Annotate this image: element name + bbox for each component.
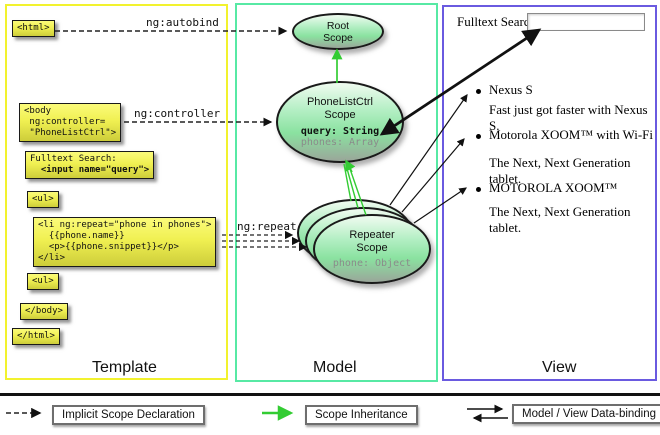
view-fulltext-label: Fulltext Search:	[457, 14, 540, 29]
phonelistctrl-scope-title: PhoneListCtrl Scope	[306, 96, 374, 121]
fulltext-search-input[interactable]	[527, 13, 645, 31]
legend-data-binding: Model / View Data-binding	[512, 404, 660, 424]
code-body-open: <body ng:controller= "PhoneListCtrl">	[19, 103, 122, 142]
code-input-tag: <input name="query">	[30, 165, 150, 175]
model-panel	[235, 3, 438, 382]
phones-property: phones: Array	[300, 137, 380, 148]
template-panel-label: Template	[92, 359, 157, 376]
code-fulltext-search: Fulltext Search: <input name="query">	[25, 151, 155, 179]
phone-snippet: The Next, Next Generation tablet.	[489, 155, 631, 186]
phone-name: MOTOROLA XOOM™	[489, 180, 618, 195]
code-html-open: <html>	[12, 20, 55, 37]
query-property: query: String	[300, 126, 380, 137]
ng-controller-label: ng:controller	[134, 107, 221, 120]
code-body-close: </body>	[20, 303, 68, 320]
code-ul-open-1: <ul>	[27, 191, 59, 208]
bullet-icon	[476, 134, 481, 139]
code-li-repeat: <li ng:repeat="phone in phones"> {{phone…	[33, 217, 217, 267]
root-scope-ellipse: Root Scope	[292, 13, 384, 50]
code-fulltext-label: Fulltext Search:	[30, 154, 117, 164]
bullet-icon	[476, 187, 481, 192]
repeater-scope-ellipse-front: Repeater Scope phone: Object	[313, 214, 431, 284]
legend-scope-inheritance: Scope Inheritance	[305, 405, 418, 425]
view-panel-label: View	[542, 359, 577, 376]
phonelistctrl-scope-ellipse: PhoneListCtrl Scope query: String phones…	[276, 81, 404, 163]
phone-property: phone: Object	[332, 258, 412, 269]
ng-autobind-label: ng:autobind	[146, 16, 219, 29]
phone-snippet: The Next, Next Generation tablet.	[489, 204, 631, 235]
root-scope-title: Root Scope	[323, 19, 353, 44]
legend-separator	[0, 393, 660, 396]
legend-implicit-scope: Implicit Scope Declaration	[52, 405, 205, 425]
ng-repeat-label: ng:repeat	[237, 220, 297, 233]
phone-name: Nexus S	[489, 82, 533, 97]
phone-name: Motorola XOOM™ with Wi-Fi	[489, 127, 654, 142]
model-panel-label: Model	[313, 359, 357, 376]
repeater-scope-title: Repeater Scope	[349, 229, 395, 254]
code-html-close: </html>	[12, 328, 60, 345]
bullet-icon	[476, 89, 481, 94]
code-ul-open-2: <ul>	[27, 273, 59, 290]
